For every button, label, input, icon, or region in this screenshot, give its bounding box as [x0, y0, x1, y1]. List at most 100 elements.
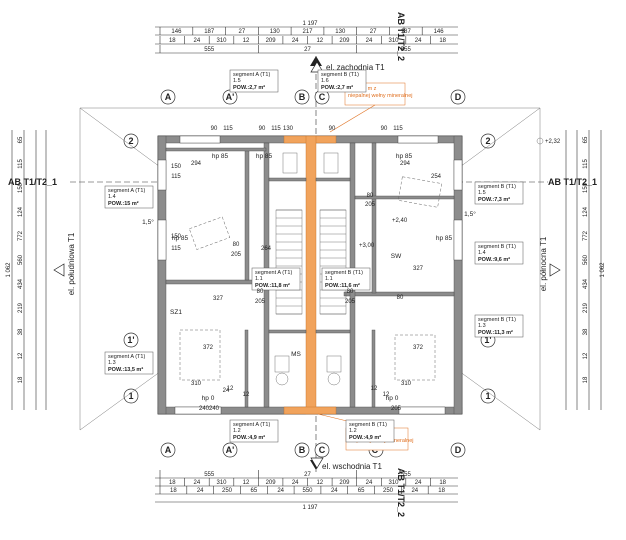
axis-bubble: [160, 89, 176, 105]
axis-label: 1: [485, 391, 490, 401]
room-mark: hp 0: [202, 395, 215, 402]
dimension-value: 555: [401, 47, 412, 53]
inner-dimension: 327: [413, 266, 424, 272]
axis-bubble: [480, 388, 496, 404]
room-area: POW.:11,6 m²: [325, 282, 360, 289]
dimension-value: 555: [204, 472, 215, 478]
axis-label: B: [299, 92, 306, 102]
dimension-value: 24: [194, 38, 201, 44]
axis-label: 1': [127, 335, 134, 345]
dimension-value: 250: [222, 488, 233, 494]
level-2: +2,40: [392, 218, 408, 224]
dimension-value: 130: [335, 29, 346, 35]
room-area: POW.:2,7 m²: [233, 84, 265, 91]
inner-dimension: 240: [209, 406, 220, 412]
room-mark: hp 85: [172, 235, 189, 242]
room-area: POW.:4,9 m²: [233, 434, 265, 441]
dimension-value: 24: [411, 488, 418, 494]
section-bottom-label: AB T1/T2_2: [396, 468, 406, 517]
inner-dimension: 264: [261, 246, 272, 252]
dimension-value: 18: [18, 376, 24, 383]
inner-dimension: 90: [381, 126, 388, 132]
inner-dimension: 12: [383, 392, 390, 398]
dimension-value: 18: [169, 38, 176, 44]
room-mark: 1,5°: [142, 218, 154, 226]
section-right-label: AB T1/T2_1: [548, 177, 597, 187]
room-area: POW.:11,8 m²: [255, 282, 290, 289]
axis-bubble: [123, 332, 139, 348]
dimension-value: 115: [18, 159, 24, 169]
section-left-label: AB T1/T2_1: [8, 177, 57, 187]
axis-label: C: [319, 92, 326, 102]
room-number: 1.4: [108, 194, 116, 200]
elevation-west-label: el. zachodnia T1: [326, 63, 385, 72]
room-segment: segment B (T1): [478, 244, 516, 250]
dimension-value: 27: [370, 29, 377, 35]
room-mark: SW: [391, 253, 402, 260]
room-number: 1.1: [255, 276, 263, 282]
inner-dimension: 150: [171, 234, 182, 240]
dimension-value: 65: [251, 488, 258, 494]
dimension-value: 130: [270, 29, 281, 35]
inner-dimension: 115: [223, 126, 233, 132]
inner-dimension: 372: [413, 345, 424, 351]
room-segment: segment A (T1): [233, 422, 270, 428]
dimension-value: 146: [171, 29, 182, 35]
inner-dimension: 24: [223, 388, 230, 394]
inner-dimension: 90: [259, 126, 266, 132]
dimension-value: 124: [583, 206, 589, 217]
room-number: 1.4: [478, 250, 486, 256]
inner-dimension: 372: [203, 345, 214, 351]
dimension-value: 772: [18, 230, 24, 241]
dimension-value: 560: [18, 254, 24, 265]
dimension-value: 65: [18, 136, 24, 143]
inner-dimension: 205: [365, 202, 376, 208]
room-mark: SZ1: [170, 309, 182, 316]
axis-label: B: [299, 445, 306, 455]
dimension-value: 310: [216, 480, 227, 486]
elevation-tags: el. zachodnia T1 el. wschodnia T1 el. po…: [53, 61, 561, 471]
inner-dimension: 130: [283, 126, 294, 132]
level-3: +3,00: [359, 243, 375, 249]
dimension-value: 65: [583, 136, 589, 143]
dimension-value: 209: [266, 480, 277, 486]
room-segment: segment B (T1): [478, 184, 516, 190]
dimension-value: 187: [204, 29, 215, 35]
dimension-value: 24: [366, 38, 373, 44]
room-segment: segment B (T1): [325, 270, 363, 276]
dimension-value: 219: [583, 302, 589, 313]
room-mark: hp 85: [396, 153, 413, 160]
building-walls: [157, 135, 463, 415]
dimension-value: 124: [18, 206, 24, 217]
inner-dimension: 80: [347, 289, 354, 295]
dim-left-total: 1 062: [6, 262, 12, 278]
room-mark: hp 85: [436, 235, 453, 242]
section-top-label: AB T1/T2_2: [396, 12, 406, 61]
dimension-value: 38: [583, 328, 589, 335]
room-mark: hp 85: [256, 153, 273, 160]
dimension-value: 12: [583, 352, 589, 359]
axis-bubble: [314, 442, 330, 458]
inner-dimension: 115: [171, 246, 181, 252]
room-segment: segment B (T1): [349, 422, 387, 428]
inner-dimension: 327: [213, 296, 224, 302]
room-segment: segment B (T1): [321, 72, 359, 78]
dimension-value: 18: [169, 480, 176, 486]
stair-outline: [319, 209, 347, 315]
inner-dimension: 294: [191, 161, 202, 167]
axis-bubble: [222, 442, 238, 458]
dimension-value: 12: [243, 480, 250, 486]
